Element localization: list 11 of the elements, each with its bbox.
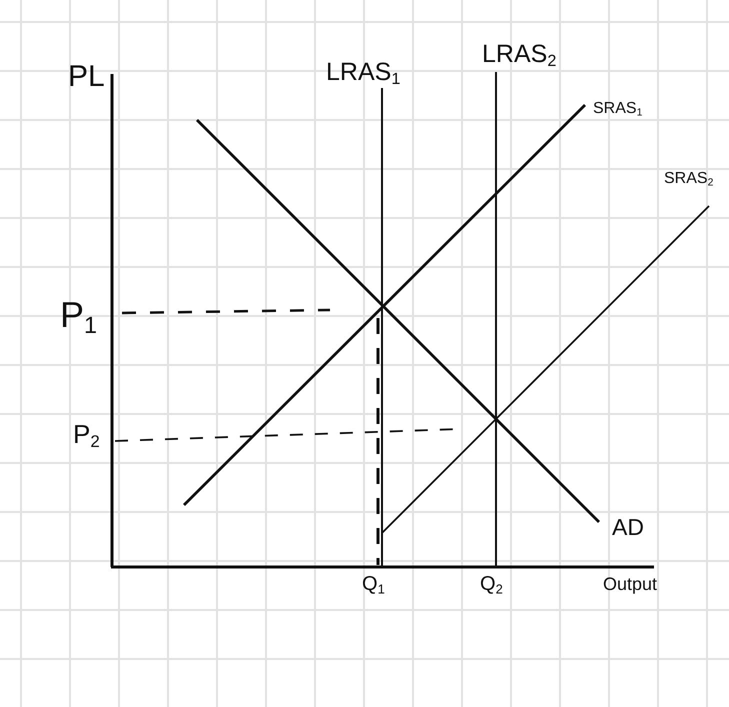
curve-label: AD: [612, 516, 644, 539]
price-label: P$_{2}$: [73, 421, 100, 452]
curve-label: SRAS$_{1}$: [593, 101, 642, 119]
quantity-label: Q$_{1}$: [362, 574, 385, 596]
curve-label: SRAS$_{2}$: [664, 171, 714, 189]
axis-label: PL: [68, 62, 105, 92]
curve-label: LRAS$_{2}$: [482, 42, 556, 70]
price-label: P$_{1}$: [60, 297, 98, 338]
curve-label: LRAS$_{1}$: [326, 60, 400, 88]
axis-label: Output: [603, 575, 658, 593]
quantity-label: Q$_{2}$: [480, 574, 503, 596]
